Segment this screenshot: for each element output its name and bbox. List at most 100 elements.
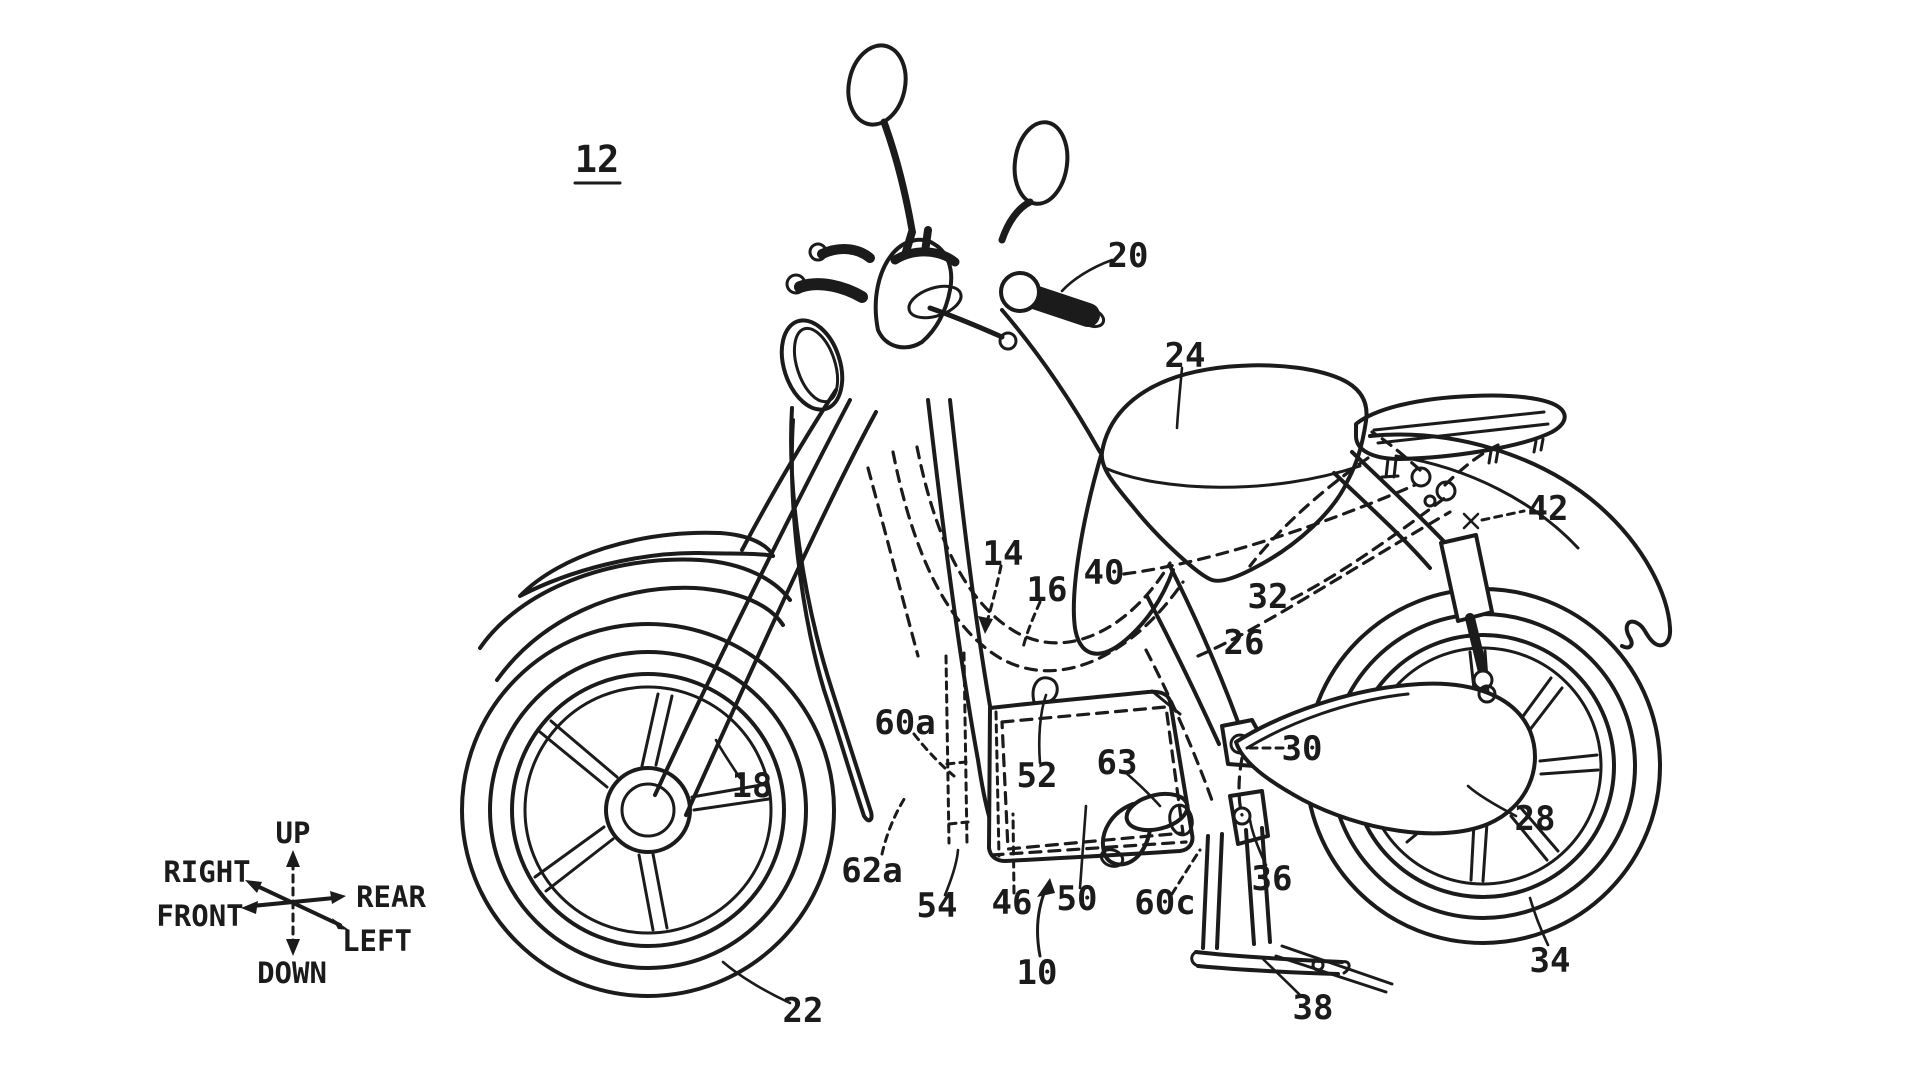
downtube-right [948,398,992,708]
part-label-28: 28 [1515,799,1556,839]
compass-left-label: LEFT [342,924,412,958]
right-mirror [1012,120,1070,206]
hidden-line-seat-rear [1248,456,1370,568]
shock-rod [1465,613,1488,677]
compass-rear-arrowhead [330,891,346,904]
hidden-u-inner [915,445,1172,645]
front-rim-outer [510,672,786,948]
compass-right-label: RIGHT [163,855,250,889]
rack-feet [1380,437,1545,479]
rack-outline [1354,393,1567,461]
fender-band-outer [478,557,792,650]
converter-end [1168,803,1194,837]
duct-rung-1 [945,760,968,766]
part-label-46: 46 [992,883,1033,923]
converter-elbow [1100,802,1152,867]
arrow-head-14 [978,616,993,634]
part-label-34: 34 [1530,941,1571,981]
rear-fender-inner [1394,454,1580,550]
leader-54 [943,848,960,897]
compass-front-arrowhead [241,901,258,914]
rear-fender-outer [1368,432,1673,650]
grip-flange [999,271,1041,313]
leader-50 [1078,804,1088,890]
battery-box-wire-loop [1031,676,1059,704]
compass-up-arrowhead [286,850,300,867]
part-label-10: 10 [1017,953,1058,993]
front-spokes [533,692,771,932]
front-wheel [460,622,836,998]
front-hub-outer [604,766,692,854]
compass-up-label: UP [276,816,311,850]
part-label-26: 26 [1224,623,1265,663]
arrow-head-10 [1037,878,1055,897]
front-tire-inner [488,650,808,970]
rear-suspension [1439,533,1494,691]
rack-bolt-2 [1435,480,1457,502]
part-reference-labels: 20 24 42 14 16 40 32 26 60a 52 63 30 18 … [732,236,1571,1031]
duct-rung-2 [947,820,970,826]
right-mirror-stem [998,198,1034,244]
rear-rack [1354,393,1567,479]
figure-number: 12 [575,138,620,181]
rack-bolt-3 [1423,494,1437,508]
rear-frame-spar-2 [1332,471,1432,570]
front-hub-inner [620,782,676,838]
seat-seam [1103,464,1362,489]
part-label-60c: 60c [1134,883,1195,923]
grip-endcap [1078,307,1106,329]
leader-38 [1260,956,1302,997]
kickstand [1190,789,1394,994]
seat-outline [1099,363,1369,583]
part-label-24: 24 [1165,336,1206,376]
rack-bolt-cluster [1410,466,1457,508]
left-control-lever [794,278,868,303]
part-label-54: 54 [917,886,958,926]
brake-lever [927,305,1005,340]
rear-downtube-2 [1145,594,1221,746]
fork-right-edge [684,410,878,817]
battery-box-bottom-hidden [990,840,1188,857]
body-top-line [1000,308,1102,454]
part-label-50: 50 [1057,879,1098,919]
duct-line-3 [994,710,1001,858]
leg-shield-panel [789,406,874,823]
leader-lines-solid [714,258,1550,1005]
leader-20 [1060,258,1114,293]
stand-leg-front [1201,832,1224,950]
fender-blade [518,530,775,598]
stand-pivot-bolt [1232,806,1252,826]
leader-60c [1170,848,1202,896]
battery-hidden-outline [1000,705,1185,851]
hidden-pivot-v [1237,756,1244,817]
headlight [779,318,845,412]
fork-shroud-edge [740,388,838,552]
part-label-62a: 62a [841,851,902,891]
hidden-stub-rack-1 [1370,430,1422,472]
leg-shield [789,308,1102,858]
fender-band-inner [495,585,785,682]
rear-frame-spar-1 [1350,450,1454,552]
front-fender [478,530,792,682]
seat [1099,363,1369,583]
fork-left-edge [653,398,852,797]
leader-22 [721,960,792,1005]
hidden-frame-lines [866,430,1500,817]
headlight-rim [779,318,845,412]
handlebar-assembly [785,43,1106,351]
leader-62a [880,794,908,856]
leader-24 [1175,366,1184,430]
shock-body [1439,533,1494,623]
drive-unit-front-line [1245,692,1410,750]
leader-16 [1021,600,1042,650]
stand-brace [1274,944,1394,994]
left-switch-knob [808,242,828,262]
compass-down-label: DOWN [257,956,327,990]
hidden-steering-line [866,466,920,658]
stand-foot-tip [1190,950,1351,975]
hidden-line-32 [1290,495,1448,601]
drive-unit-mount-bolt [1477,684,1497,704]
part-label-18: 18 [732,766,773,806]
